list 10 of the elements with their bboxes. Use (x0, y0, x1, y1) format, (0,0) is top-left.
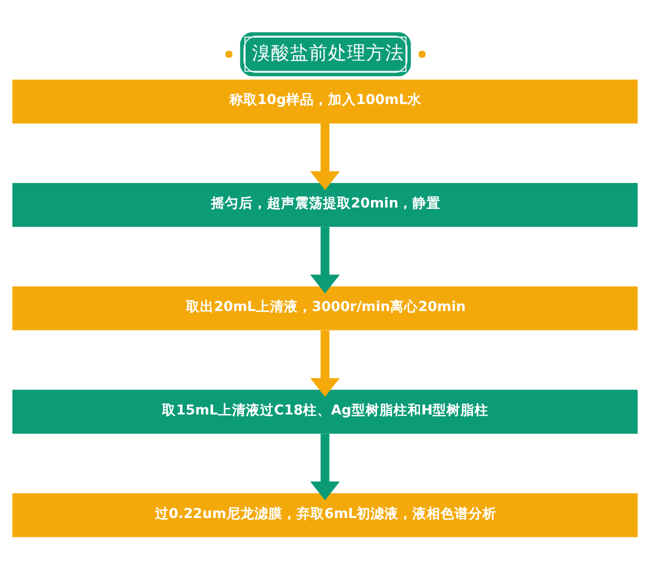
arrow (310, 123, 340, 190)
arrow (310, 226, 340, 293)
node-box: 取15mL上清液过C18柱、Ag型树脂柱和H型树脂柱 (12, 389, 638, 434)
node-box: 摇匀后，超声震荡提取20min，静置 (12, 182, 638, 226)
arrow (310, 433, 340, 500)
arrow (310, 330, 340, 396)
node-box: 取出20mL上清液，3000r/min离心20min (12, 286, 638, 330)
node-box: 称取10g样品，加入100mL水 (12, 79, 638, 123)
node-box: 过0.22um尼龙滤膜，弃取6mL初滤液，液相色谱分析 (12, 492, 638, 537)
diagram-title: 溴酸盐前处理方法 (252, 42, 404, 64)
